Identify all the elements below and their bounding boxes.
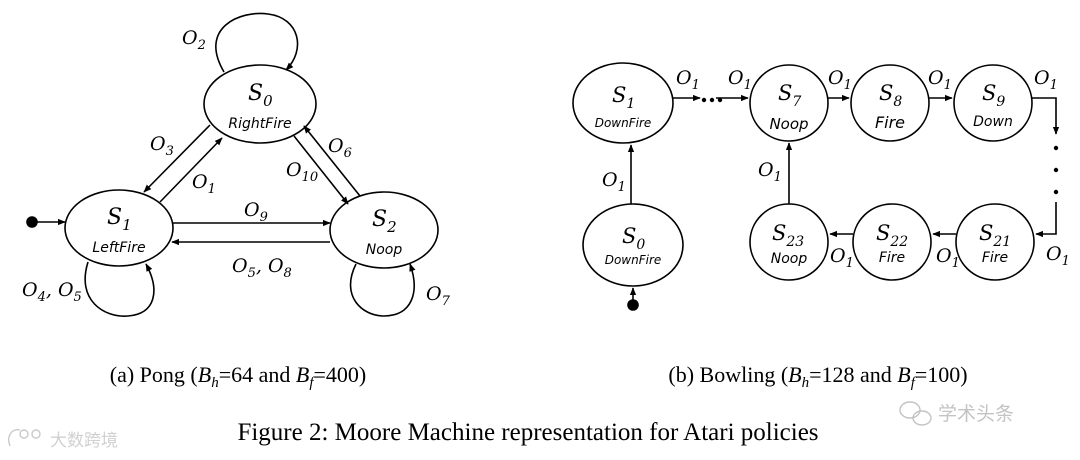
bowling-s0-name: S0 [622, 224, 645, 253]
pong-loop-s0 [215, 12, 299, 73]
bowling-s9-action: Down [973, 114, 1013, 130]
pong-edge-s1-s0 [159, 137, 223, 203]
pong-loop-s2 [349, 263, 416, 317]
figure-caption: Figure 2: Moore Machine representation f… [237, 419, 818, 446]
bowling-state-s8 [850, 64, 930, 142]
bowling-s21-name: S21 [979, 221, 1011, 250]
bowling-s21-action: Fire [982, 250, 1008, 266]
pong-label-o5-o8: O5, O8 [232, 255, 292, 281]
bowling-s1-name: S1 [612, 83, 635, 112]
bowling-state-s21 [955, 203, 1035, 281]
bowling-state-s7 [749, 64, 829, 142]
bowling-s23-action: Noop [771, 251, 808, 267]
bowling-ellipsis [701, 97, 1059, 195]
bowling-state-s22 [852, 203, 932, 281]
pong-edge-s2-s0 [303, 125, 361, 197]
bowling-label-s21-s22: O1 [936, 245, 960, 271]
pong-label-o9: O9 [244, 199, 268, 225]
pong-s2-name: S2 [372, 207, 397, 236]
bowling-label-s22-s23: O1 [830, 245, 854, 271]
wechat-icon [899, 401, 932, 426]
bowling-start-dot [627, 299, 639, 311]
watermark-left: 大数跨境 [8, 429, 118, 451]
bowling-s8-name: S8 [879, 81, 902, 110]
bowling-s7-action: Noop [769, 115, 808, 133]
pong-state-s2 [329, 191, 439, 269]
bowling-s9-name: S9 [982, 81, 1005, 110]
watermark-right: 学术头条 [899, 401, 1014, 426]
bowling-s22-name: S22 [876, 221, 908, 250]
pong-s1-action: LeftFire [92, 240, 145, 256]
bowling-state-s9 [953, 64, 1033, 142]
bowling-label-s1-dots: O1 [676, 67, 700, 93]
pong-label-o2: O2 [182, 27, 206, 53]
bowling-label-up-s21: O1 [1046, 243, 1070, 269]
pong-s0-name: S0 [248, 81, 273, 110]
bowling-label-s9-down: O1 [1034, 67, 1058, 93]
pong-edge-s0-s1 [143, 124, 211, 193]
bowling-s22-action: Fire [879, 250, 905, 266]
bowling-label-s8-s9: O1 [928, 67, 952, 93]
bowling-state-s0 [582, 203, 684, 287]
bowling-state-s1 [572, 62, 674, 144]
bowling-label-dots-s7: O1 [728, 67, 752, 93]
watermark-left-text: 大数跨境 [50, 431, 118, 451]
pong-loop-s1 [84, 261, 155, 317]
pong-start-dot [26, 216, 38, 228]
watermark-right-text: 学术头条 [938, 403, 1014, 425]
bowling-edge-s9-down [1032, 97, 1060, 135]
pong-label-o6: O6 [328, 135, 352, 161]
bowling-s8-action: Fire [875, 113, 905, 132]
pong-caption: (a) Pong (Bh=64 and Bf=400) [110, 362, 366, 391]
pong-label-o10: O10 [286, 159, 318, 185]
pong-diagram [26, 12, 439, 317]
bowling-label-s7-s8: O1 [828, 67, 852, 93]
pong-edge-s0-s2 [293, 135, 349, 205]
pong-s1-name: S1 [107, 205, 132, 234]
pong-s0-action: RightFire [228, 116, 291, 132]
pong-label-o1: O1 [192, 171, 216, 197]
watermark-left-logo-icon [8, 429, 41, 447]
bowling-edge-up-s21 [1035, 202, 1057, 238]
pong-state-s1 [64, 189, 174, 267]
pong-label-o3: O3 [150, 133, 174, 159]
bowling-s23-name: S23 [772, 221, 804, 250]
pong-label-o4-o5: O4, O5 [22, 279, 82, 305]
bowling-caption: (b) Bowling (Bh=128 and Bf=100) [668, 362, 967, 391]
pong-state-s0 [203, 64, 317, 144]
bowling-diagram [572, 62, 1060, 311]
pong-s2-action: Noop [366, 242, 403, 258]
bowling-s0-action: DownFire [605, 253, 662, 267]
bowling-s7-name: S7 [778, 81, 801, 110]
bowling-label-s23-s7: O1 [758, 159, 782, 185]
bowling-s1-action: DownFire [595, 116, 652, 130]
pong-label-o7: O7 [426, 283, 451, 309]
bowling-label-s0-s1: O1 [602, 169, 626, 195]
